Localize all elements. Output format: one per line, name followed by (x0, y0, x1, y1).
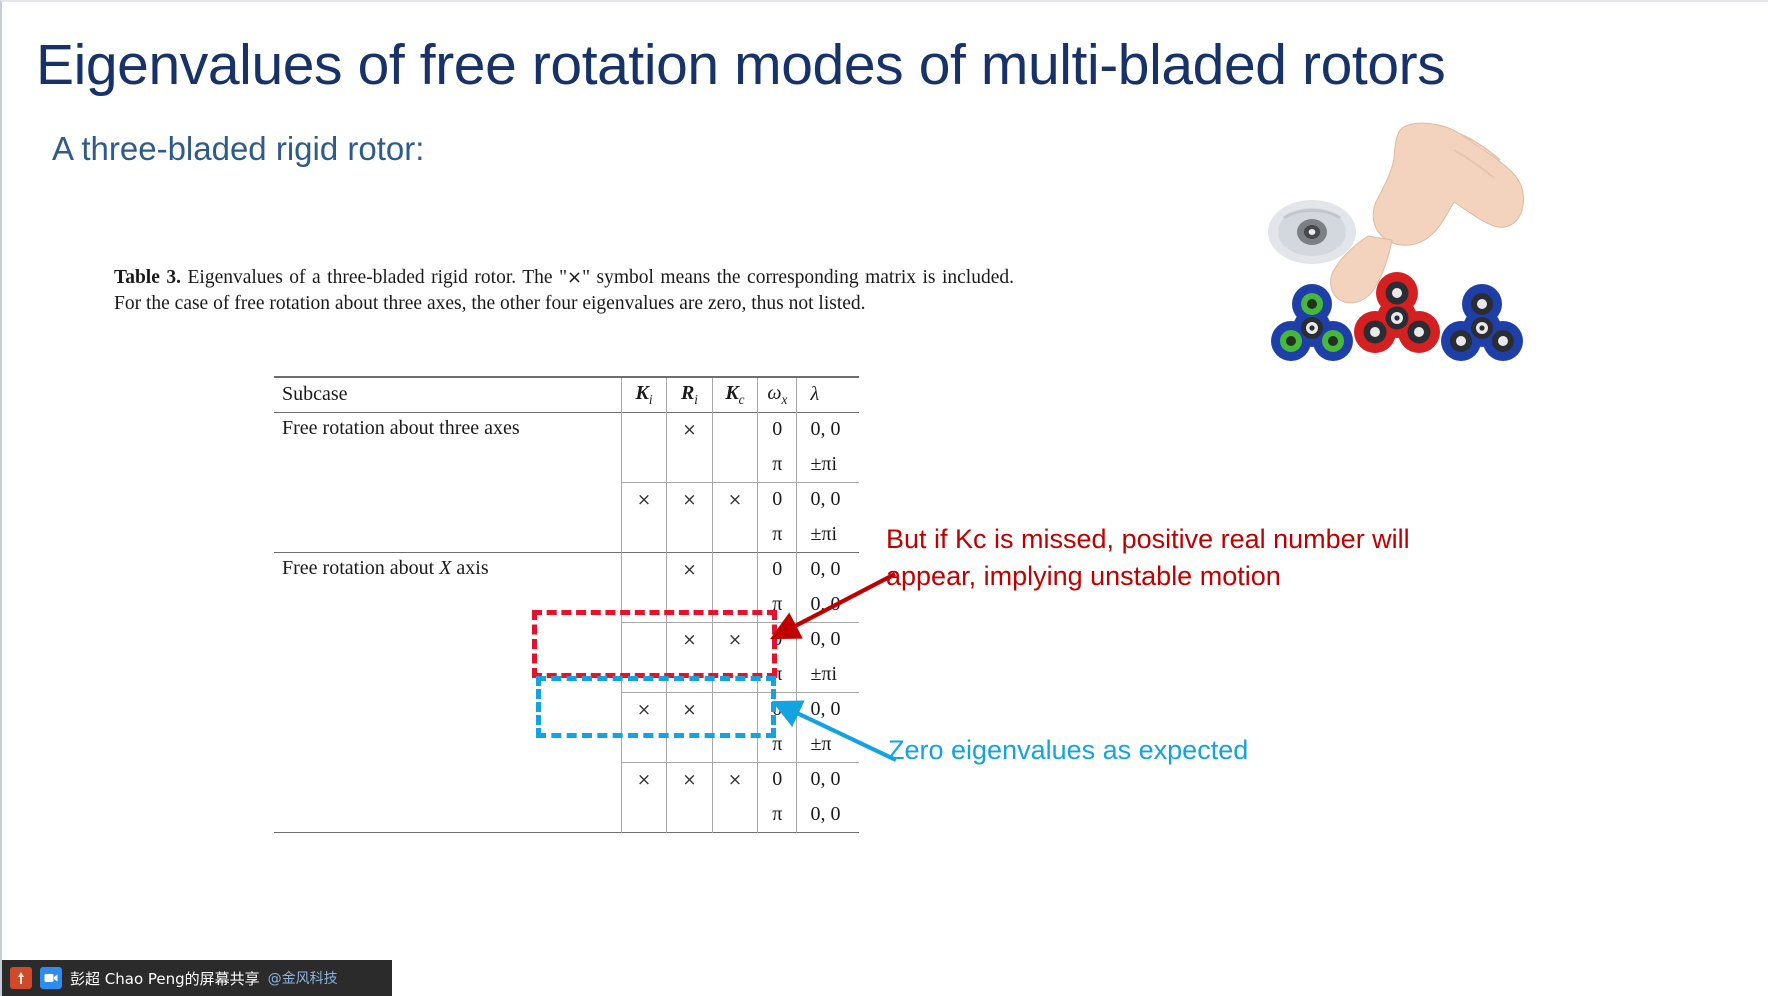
cell-kc: × (711, 481, 758, 517)
table-caption-text-b: " symbol means the corresponding matrix … (114, 267, 1014, 314)
cell-omega: 0 (757, 691, 797, 727)
page-title: Eigenvalues of free rotation modes of mu… (36, 33, 1446, 97)
screenshare-taskbar[interactable]: 彭超 Chao Peng的屏幕共享 @金风科技 (2, 960, 392, 996)
table-caption-text-a: Eigenvalues of a three-bladed rigid roto… (187, 267, 568, 288)
cell-ki (620, 587, 667, 622)
cell-lambda: 0, 0 (796, 587, 859, 622)
cell-ki (620, 797, 667, 832)
cell-ki: × (620, 761, 667, 797)
cell-omega: 0 (757, 551, 797, 587)
camera-icon[interactable] (40, 967, 62, 989)
cell-omega: 0 (757, 761, 797, 797)
cell-ki (620, 727, 667, 762)
cell-ki (620, 411, 667, 447)
cell-lambda: 0, 0 (796, 621, 859, 657)
table-caption: Table 3. Eigenvalues of a three-bladed r… (114, 265, 1014, 317)
cell-lambda: 0, 0 (796, 691, 859, 727)
annotation-red: But if Kc is missed, positive real numbe… (886, 524, 1410, 591)
cell-ki (620, 551, 667, 587)
screen-share-icon[interactable] (10, 967, 32, 989)
cell-omega: π (757, 797, 797, 832)
cell-ki (620, 517, 667, 552)
cell-lambda: 0, 0 (796, 797, 859, 832)
cell-ri (666, 517, 713, 552)
cell-kc (711, 691, 758, 727)
row-label-three-axes: Free rotation about three axes (274, 411, 622, 552)
cell-kc (711, 587, 758, 622)
cell-kc (711, 727, 758, 762)
col-header-omega: ωx (757, 376, 797, 412)
cell-lambda: 0, 0 (796, 551, 859, 587)
table-row: π ±πi (274, 447, 859, 482)
cell-omega: 0 (757, 411, 797, 447)
eigenvalue-table: Subcase Ki Ri Kc ωx λ Free rotation abou… (274, 376, 859, 834)
cell-lambda: ±πi (796, 447, 859, 482)
table-header-row: Subcase Ki Ri Kc ωx λ (274, 376, 859, 412)
screenshare-label: 彭超 Chao Peng的屏幕共享 (70, 969, 260, 988)
col-header-ki: Ki (620, 376, 667, 412)
cell-ri: × (666, 621, 713, 657)
cell-ri (666, 797, 713, 832)
col-header-lambda: λ (796, 376, 859, 412)
eigenvalue-table-wrapper: Subcase Ki Ri Kc ωx λ Free rotation abou… (274, 376, 859, 834)
screenshare-org-label: @金风科技 (267, 971, 338, 987)
table-row: π ±πi (274, 517, 859, 552)
cell-kc (711, 411, 758, 447)
cell-kc: × (711, 621, 758, 657)
cell-omega: π (757, 517, 797, 552)
cell-ri (666, 657, 713, 692)
cell-ki (620, 447, 667, 482)
cell-omega: π (757, 447, 797, 482)
cell-ri (666, 727, 713, 762)
cell-lambda: 0, 0 (796, 481, 859, 517)
fidget-spinner-photo (1264, 120, 1526, 380)
cell-omega: π (757, 727, 797, 762)
cell-kc (711, 447, 758, 482)
cell-ki: × (620, 481, 667, 517)
table-bottom-rule-row (274, 831, 859, 834)
cell-ri (666, 447, 713, 482)
table-row: Free rotation about three axes × 0 0, 0 (274, 411, 859, 552)
cell-kc (711, 551, 758, 587)
table-caption-label: Table 3. (114, 267, 181, 288)
table-row-highlight-blue: × × × 0 0, 0 (274, 761, 859, 797)
table-row-highlight-blue: π 0, 0 (274, 797, 859, 832)
cell-omega: 0 (757, 621, 797, 657)
cell-ki (620, 621, 667, 657)
cell-kc (711, 657, 758, 692)
cell-omega: π (757, 587, 797, 622)
cell-kc (711, 797, 758, 832)
cell-kc: × (711, 761, 758, 797)
annotation-blue: Zero eigenvalues as expected (888, 735, 1249, 765)
cell-ri: × (666, 761, 713, 797)
col-header-kc: Kc (711, 376, 758, 412)
cell-ri (666, 587, 713, 622)
cell-lambda: 0, 0 (796, 411, 859, 447)
row-label-x-axis: Free rotation about X axis (274, 551, 622, 832)
cell-lambda: ±πi (796, 657, 859, 692)
times-symbol-icon: × (567, 267, 583, 288)
cell-lambda: 0, 0 (796, 761, 859, 797)
cell-lambda: ±πi (796, 517, 859, 552)
cell-ri: × (666, 551, 713, 587)
cell-ki (620, 657, 667, 692)
cell-omega: 0 (757, 481, 797, 517)
cell-omega: π (757, 657, 797, 692)
cell-ri: × (666, 691, 713, 727)
table-row: × × × 0 0, 0 (274, 481, 859, 517)
cell-ri: × (666, 411, 713, 447)
cell-ri: × (666, 481, 713, 517)
table-row: Free rotation about X axis × 0 0, 0 (274, 551, 859, 832)
cell-lambda: ±π (796, 727, 859, 762)
cell-kc (711, 517, 758, 552)
cell-ki: × (620, 691, 667, 727)
col-header-subcase: Subcase (274, 376, 622, 412)
col-header-ri: Ri (666, 376, 713, 412)
slide-subtitle: A three-bladed rigid rotor: (52, 130, 425, 167)
